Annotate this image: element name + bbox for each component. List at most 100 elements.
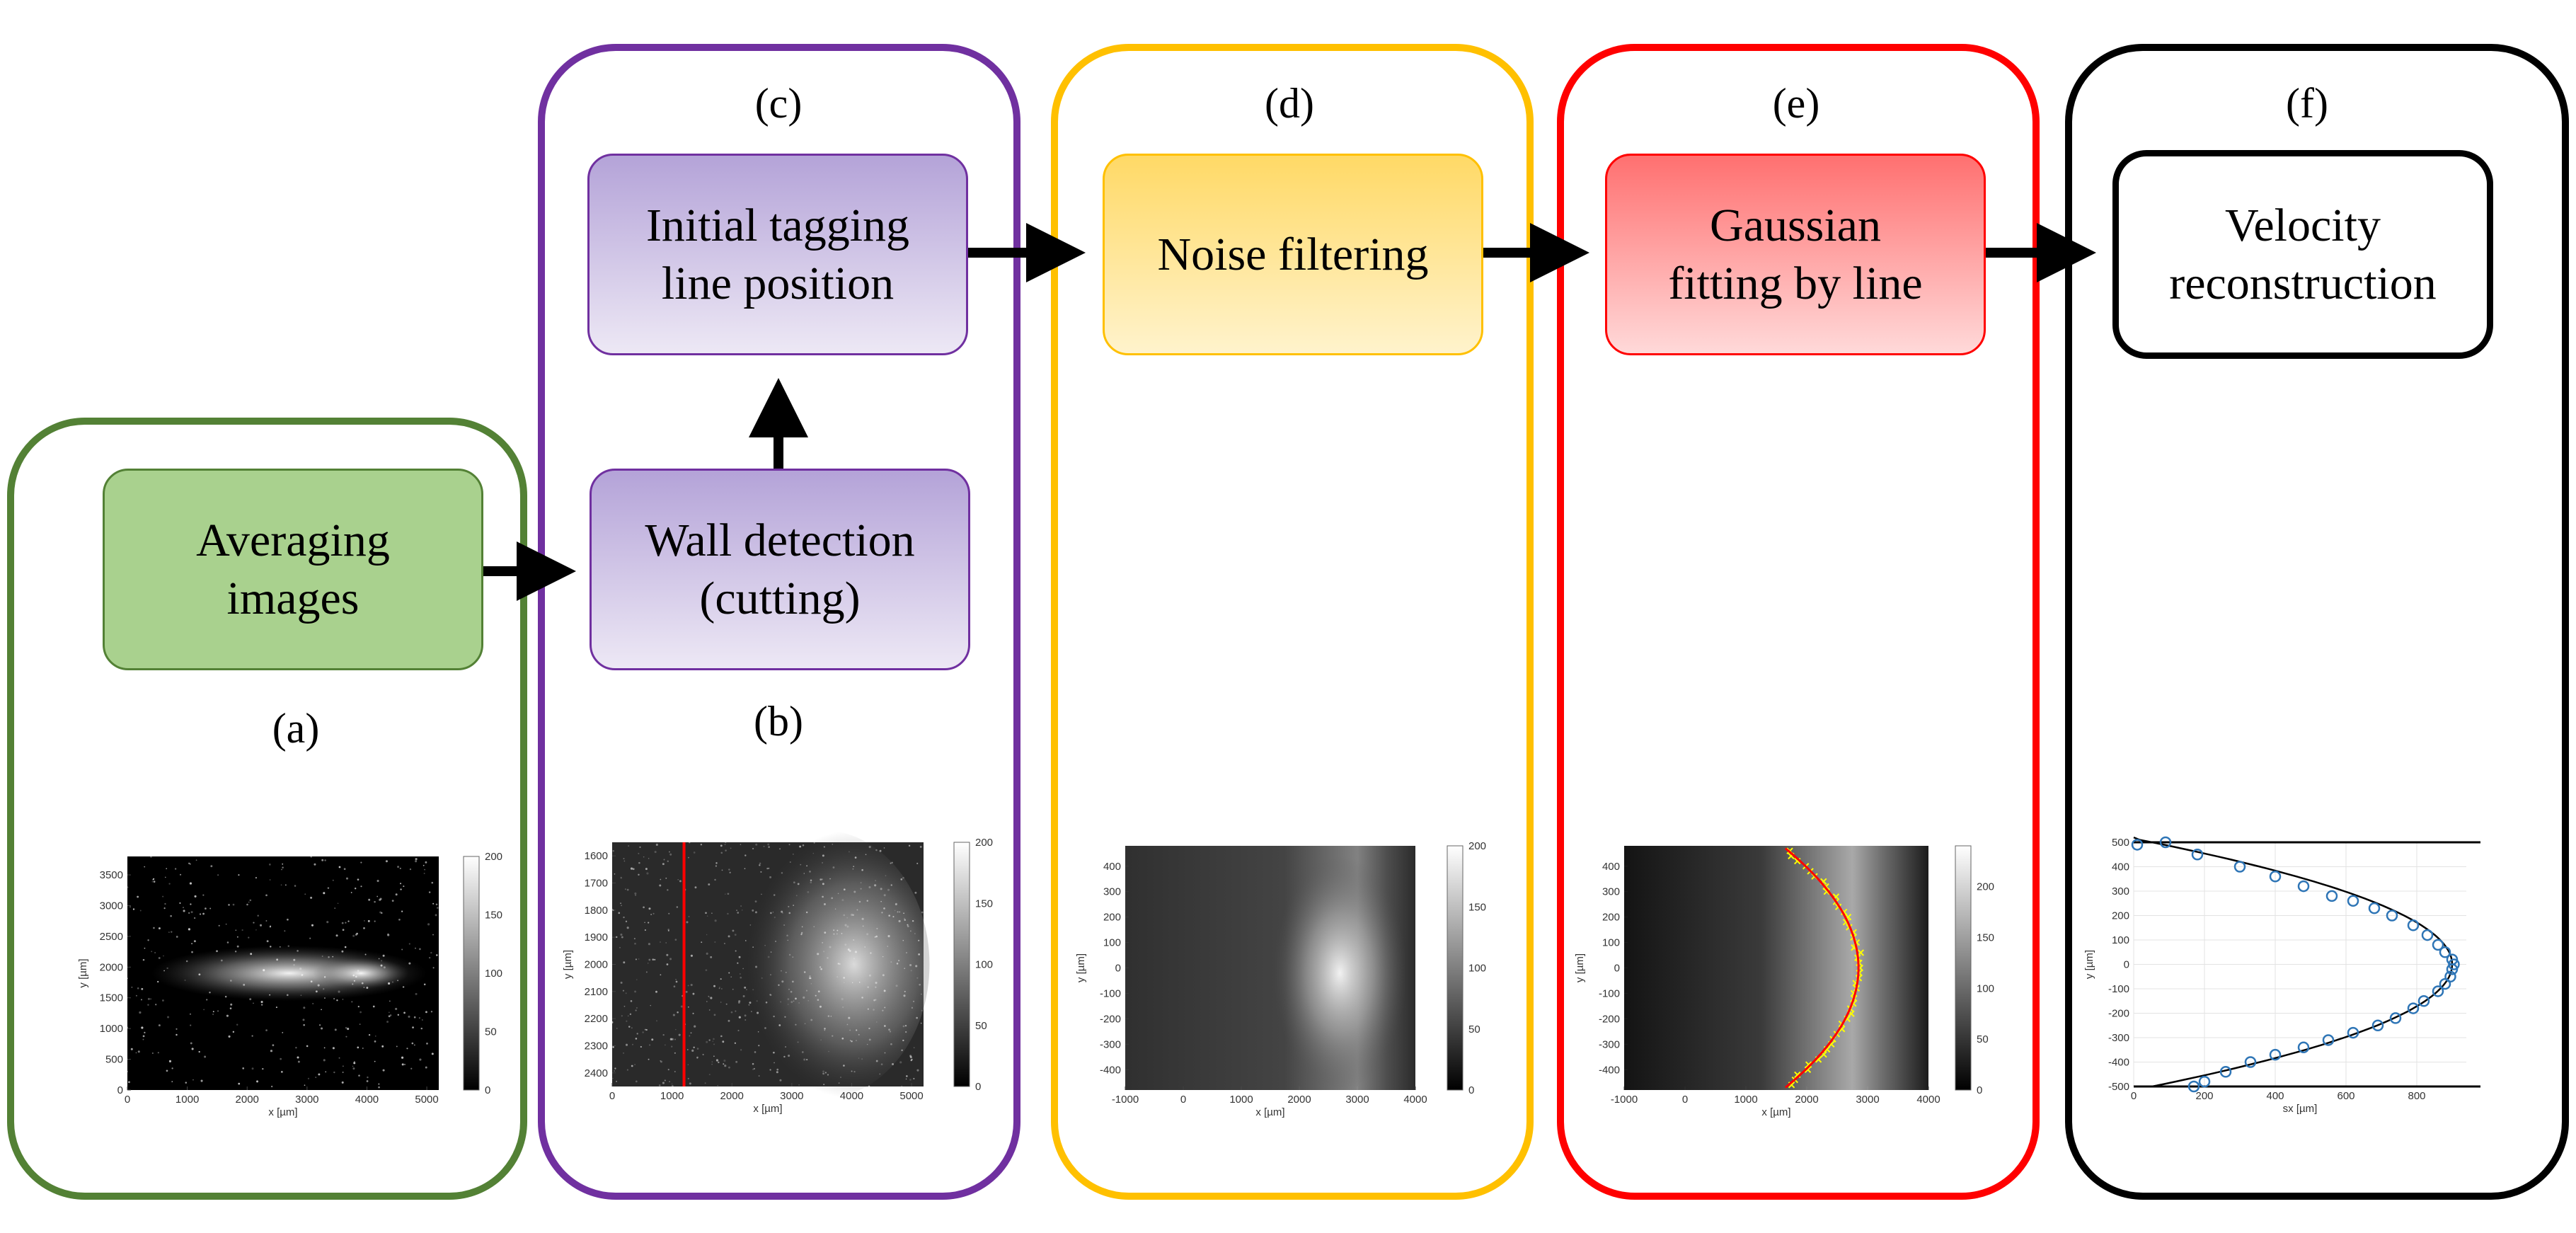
speckle — [419, 1058, 422, 1061]
speckle — [875, 981, 878, 985]
speckle — [632, 868, 635, 871]
speckle — [779, 1079, 782, 1082]
speckle — [250, 953, 253, 956]
speckle — [380, 964, 383, 967]
speckle — [694, 886, 697, 889]
speckle — [666, 953, 669, 956]
speckle — [899, 911, 901, 913]
speckle — [185, 960, 188, 963]
speckle — [357, 1005, 360, 1008]
speckle — [824, 1072, 827, 1074]
speckle — [282, 863, 284, 865]
brightness-band — [1624, 846, 1928, 1090]
speckle — [270, 925, 272, 927]
speckle — [621, 1015, 623, 1017]
velocity-data-point — [2187, 1080, 2200, 1093]
speckle — [890, 1043, 892, 1045]
speckle — [379, 897, 382, 900]
speckle — [713, 1038, 715, 1040]
speckle — [190, 1024, 192, 1026]
speckle — [902, 1025, 905, 1028]
speckle — [412, 1026, 414, 1028]
speckle — [884, 1007, 886, 1009]
speckle — [909, 1079, 912, 1081]
speckle — [212, 1013, 214, 1016]
speckle — [631, 1027, 633, 1029]
speckle — [908, 844, 911, 847]
panel-label-d: (d) — [1265, 80, 1314, 127]
speckle — [822, 1072, 824, 1075]
speckle — [905, 1031, 907, 1033]
speckle — [669, 851, 670, 853]
wall-detection-box: Wall detection (cutting) — [590, 469, 970, 670]
speckle — [667, 929, 669, 931]
speckle — [628, 1026, 631, 1028]
speckle — [317, 984, 320, 987]
speckle — [892, 1062, 895, 1065]
speckle — [800, 933, 803, 936]
speckle — [715, 1059, 719, 1062]
speckle — [634, 1064, 636, 1065]
speckle — [287, 918, 289, 921]
speckle — [638, 861, 640, 864]
x-tick-label: 3000 — [295, 1094, 318, 1106]
speckle — [648, 1058, 650, 1060]
speckle — [868, 1027, 870, 1030]
x-tick-label: 1000 — [660, 1090, 684, 1102]
speckle — [287, 945, 289, 947]
speckle — [130, 906, 131, 908]
speckle — [711, 1061, 713, 1062]
colorbar-tick-label: 0 — [975, 1081, 981, 1093]
speckle — [630, 867, 633, 870]
speckle — [248, 936, 250, 939]
speckle — [817, 999, 820, 1001]
speckle — [295, 1047, 297, 1049]
speckle — [625, 992, 627, 994]
speckle — [666, 963, 669, 965]
speckle — [705, 969, 708, 971]
speckle — [730, 847, 732, 849]
speckle — [376, 895, 379, 897]
speckle — [395, 893, 398, 896]
y-tick-label: 1600 — [585, 850, 608, 862]
speckle — [636, 1033, 638, 1035]
speckle — [625, 920, 628, 923]
speckle — [389, 1014, 392, 1016]
speckle — [713, 1043, 715, 1045]
speckle — [162, 895, 164, 897]
speckle — [338, 866, 341, 868]
velocity-data-point — [2368, 902, 2381, 914]
speckle — [913, 1077, 915, 1080]
speckle — [206, 999, 208, 1001]
speckle — [209, 992, 211, 994]
speckle — [202, 894, 205, 896]
speckle — [867, 986, 869, 988]
speckle — [415, 947, 416, 949]
speckle — [795, 997, 797, 1000]
speckle — [633, 938, 636, 940]
speckle — [770, 912, 772, 914]
speckle — [626, 927, 629, 929]
speckle — [612, 850, 614, 852]
speckle — [832, 843, 834, 845]
speckle — [880, 900, 882, 902]
speckle — [856, 1029, 858, 1031]
speckle — [353, 980, 355, 982]
speckle — [713, 1014, 716, 1016]
speckle — [688, 841, 691, 844]
speckle — [830, 1016, 832, 1017]
speckle — [887, 946, 889, 947]
speckle — [217, 874, 219, 876]
speckle — [739, 973, 741, 975]
speckle — [810, 881, 812, 884]
velocity-data-point — [2389, 1012, 2402, 1024]
speckle — [729, 871, 731, 873]
speckle — [180, 873, 182, 876]
speckle — [804, 1023, 806, 1024]
speckle — [425, 1066, 427, 1069]
speckle — [702, 1053, 704, 1055]
fit-point — [1804, 1066, 1812, 1073]
speckle — [789, 861, 791, 863]
speckle — [192, 1079, 194, 1081]
speckle — [773, 894, 776, 896]
